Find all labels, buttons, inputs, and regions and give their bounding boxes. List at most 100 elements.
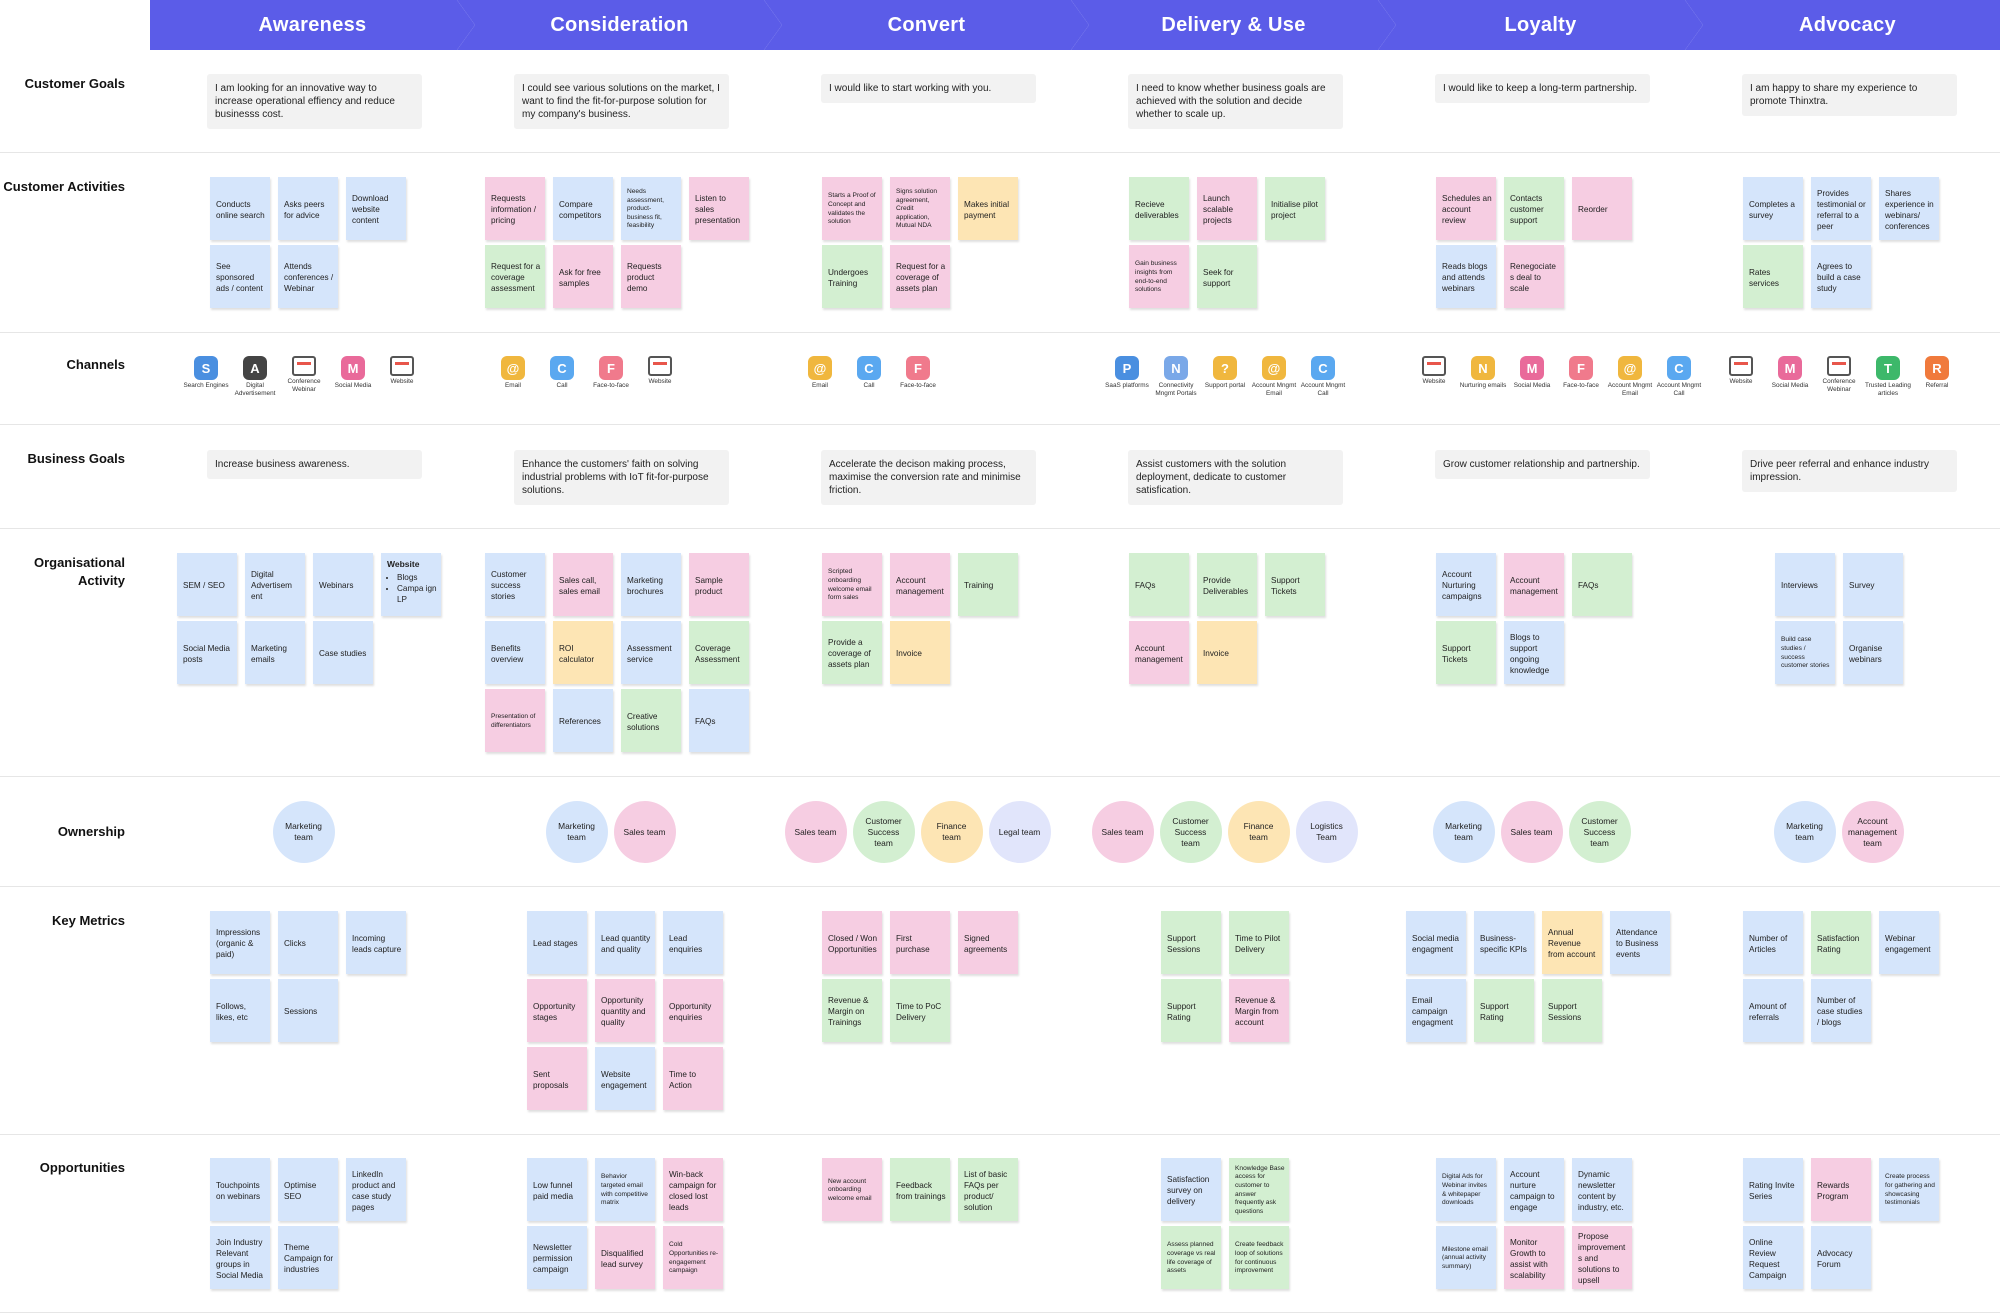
org-activity-note: Survey	[1843, 553, 1903, 616]
owner-circle: Sales team	[1500, 801, 1563, 863]
org-activity-note: Interviews	[1775, 553, 1835, 616]
note-label: Number of case studies / blogs	[1817, 996, 1863, 1027]
channel-label: Trusted Leading articles	[1865, 382, 1911, 397]
connectivity-mngmt-portalsicon: N	[1164, 356, 1188, 380]
owner-circle: Marketing team	[545, 801, 608, 863]
key-metric-note: Business-specific KPIs	[1474, 911, 1534, 974]
referralicon: R	[1925, 356, 1949, 380]
social-mediaicon: M	[341, 356, 365, 380]
callicon: C	[857, 356, 881, 380]
note-label: Coverage Assessment	[695, 643, 740, 664]
opportunity-note: Milestone email (annual activity summary…	[1436, 1226, 1496, 1289]
owner-circle: Account management team	[1841, 801, 1904, 863]
note-label: Impressions (organic & paid)	[216, 928, 261, 959]
note-label: Agrees to build a case study	[1817, 262, 1861, 293]
note-label: Scripted onboarding welcome email form s…	[828, 568, 872, 602]
stage-loyalty[interactable]: Loyalty	[1378, 0, 1703, 50]
face-to-faceicon: F	[599, 356, 623, 380]
note-label: Contacts customer support	[1510, 194, 1544, 225]
owner-circle: Finance team	[1227, 801, 1290, 863]
org-activity-note: Account management	[1504, 553, 1564, 616]
opportunity-note: Rating Invite Series	[1743, 1158, 1803, 1221]
customer-activity-note: Requests product demo	[621, 245, 681, 308]
note-label: Optimise SEO	[284, 1180, 317, 1201]
note-label: Annual Revenue from account	[1548, 928, 1596, 959]
stage-delivery-use[interactable]: Delivery & Use	[1071, 0, 1396, 50]
channel-item: @Email	[796, 356, 844, 390]
owner-circle: Marketing team	[1773, 801, 1836, 863]
stage-consideration[interactable]: Consideration	[457, 0, 782, 50]
note-label: Theme Campaign for industries	[284, 1243, 334, 1274]
note-label: ROI calculator	[559, 643, 595, 664]
note-label: Gain business insights from end-to-end s…	[1135, 260, 1177, 294]
note-label: Listen to sales presentation	[695, 194, 741, 225]
key-metric-note: Follows, likes, etc	[210, 979, 270, 1042]
note-label: Creative solutions	[627, 711, 660, 732]
org-activity-note: FAQs	[1129, 553, 1189, 616]
owner-circle: Marketing team	[272, 801, 335, 863]
channel-label: Conference Webinar	[1822, 378, 1856, 393]
note-label: Invoice	[896, 649, 922, 658]
note-label: Organise webinars	[1849, 643, 1883, 664]
conference-webinaricon	[292, 356, 316, 376]
opportunity-note: LinkedIn product and case study pages	[346, 1158, 406, 1221]
note-label: Training	[964, 581, 994, 590]
org-activity-note: Account management	[890, 553, 950, 616]
note-label: Renegociates deal to scale	[1510, 262, 1556, 293]
note-label: Advocacy Forum	[1817, 1248, 1853, 1269]
callicon: C	[550, 356, 574, 380]
note-label: Feedback from trainings	[896, 1180, 946, 1201]
key-metric-note: First purchase	[890, 911, 950, 974]
key-metric-note: Impressions (organic & paid)	[210, 911, 270, 974]
note-label: Rating Invite Series	[1749, 1180, 1795, 1201]
key-metric-note: Signed agreements	[958, 911, 1018, 974]
stage-awareness[interactable]: Awareness	[150, 0, 475, 50]
note-bullet: Blogs	[397, 572, 437, 583]
key-metric-note: Number of case studies / blogs	[1811, 979, 1871, 1042]
websiteicon	[1422, 356, 1446, 376]
customer-activity-note: Renegociates deal to scale	[1504, 245, 1564, 308]
owner-circle: Sales team	[784, 801, 847, 863]
note-label: Support Sessions	[1548, 1001, 1582, 1022]
channel-item: @Email	[489, 356, 537, 390]
key-metric-note: Time to Pilot Delivery	[1229, 911, 1289, 974]
org-activity-note: Build case studies / success customer st…	[1775, 621, 1835, 684]
key-metric-note: Opportunity stages	[527, 979, 587, 1042]
opportunity-note: Dynamic newsletter content by industry, …	[1572, 1158, 1632, 1221]
customer-goal-convert: I would like to start working with you.	[821, 74, 1036, 103]
note-label: Create process for gathering and showcas…	[1885, 1173, 1935, 1207]
customer-activity-note: Starts a Proof of Concept and validates …	[822, 177, 882, 240]
note-label: Signs solution agreement, Credit applica…	[896, 188, 938, 230]
org-activity-note: Support Tickets	[1265, 553, 1325, 616]
org-activity-note: Sales call, sales email	[553, 553, 613, 616]
customer-activity-note: Reorder	[1572, 177, 1632, 240]
row-separator	[0, 424, 2000, 425]
note-label: Website engagement	[601, 1069, 647, 1090]
note-label: Marketing brochures	[627, 575, 664, 596]
customer-activity-note: Schedules an account review	[1436, 177, 1496, 240]
note-label: Low funnel paid media	[533, 1180, 574, 1201]
note-label: Revenue & Margin from account	[1235, 996, 1279, 1027]
org-activity-note: Sample product	[689, 553, 749, 616]
note-label: Survey	[1849, 581, 1875, 590]
note-label: Cold Opportunities re-engagement campaig…	[669, 1241, 719, 1275]
note-label: Opportunity stages	[533, 1001, 576, 1022]
row-label-business-goals: Business Goals	[27, 451, 125, 466]
note-label: Behavior targeted email with competitive…	[601, 1173, 648, 1207]
saas-platformsicon: P	[1115, 356, 1139, 380]
row-separator	[0, 886, 2000, 887]
note-label: Newsletter permission campaign	[533, 1243, 573, 1274]
customer-activity-note: Shares experience in webinars/ conferenc…	[1879, 177, 1939, 240]
opportunity-note: Win-back campaign for closed lost leads	[663, 1158, 723, 1221]
note-label: Support Tickets	[1442, 643, 1471, 664]
opportunity-note: Propose improvements and solutions to up…	[1572, 1226, 1632, 1289]
note-label: Case studies	[319, 649, 367, 658]
channel-label: SaaS platforms	[1105, 382, 1149, 389]
stage-convert[interactable]: Convert	[764, 0, 1089, 50]
stage-advocacy[interactable]: Advocacy	[1685, 0, 2000, 50]
note-label: References	[559, 717, 601, 726]
